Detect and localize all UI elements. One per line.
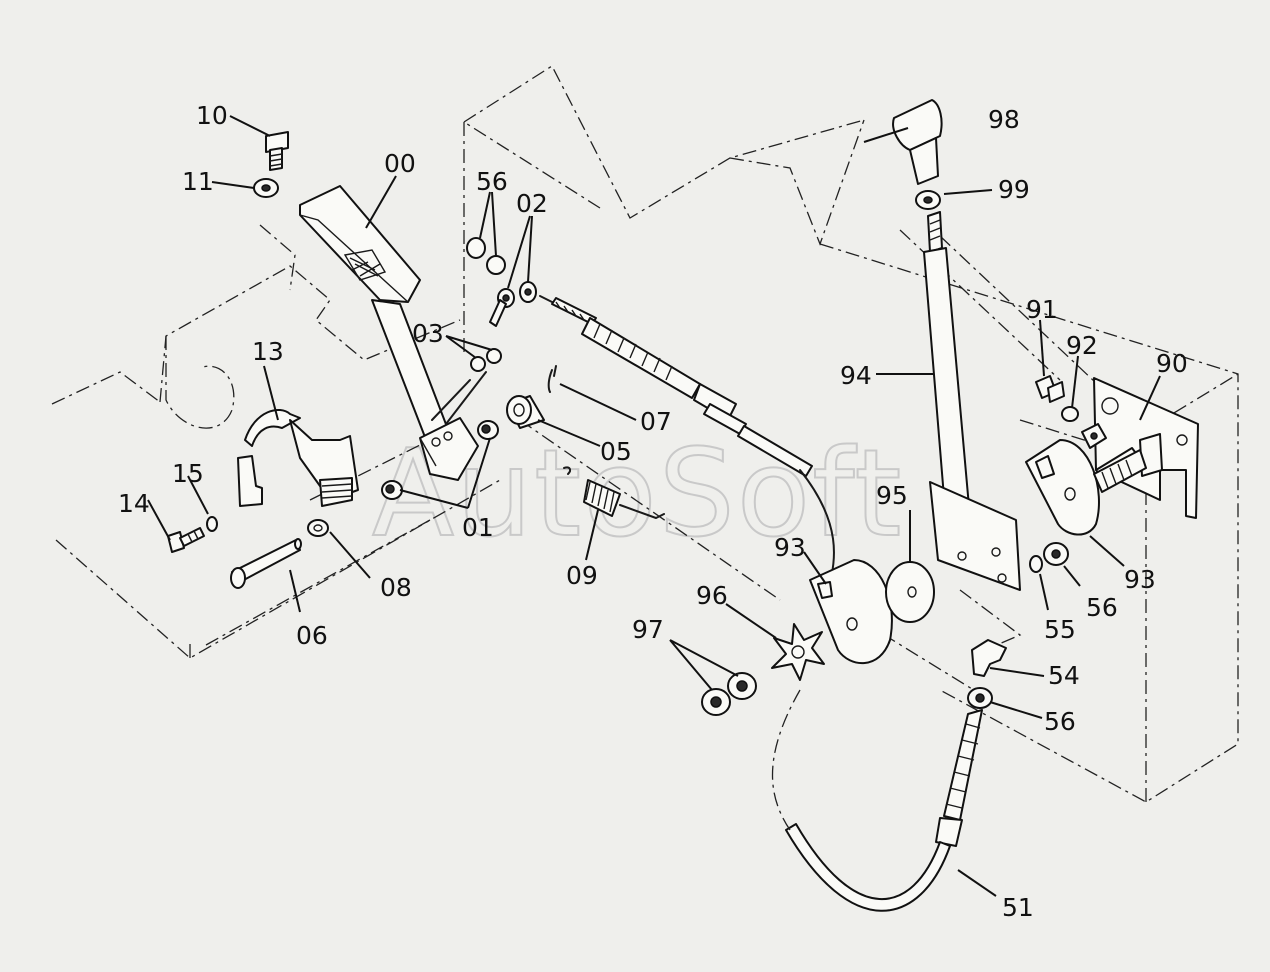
cotter-pin-07 (547, 365, 557, 393)
washer-55 (1029, 555, 1043, 573)
callout-labels: 10 11 00 56 02 03 13 15 14 01 06 08 07 0… (118, 101, 1188, 922)
callout-51: 51 (1002, 893, 1034, 922)
callout-56-top: 56 (476, 167, 508, 196)
callout-93-left: 93 (774, 533, 806, 562)
plate-93-right (1025, 439, 1100, 536)
callout-03: 03 (412, 319, 444, 348)
callout-13: 13 (252, 337, 284, 366)
callout-56-right: 56 (1086, 593, 1118, 622)
callout-11: 11 (182, 167, 214, 196)
hose-assembly (771, 639, 1007, 912)
lever-assembly (892, 99, 1021, 591)
nut-11 (253, 178, 279, 198)
star-wheel-96 (771, 623, 825, 681)
callout-10: 10 (196, 101, 228, 130)
callout-96: 96 (696, 581, 728, 610)
callout-05: 05 (600, 437, 632, 466)
callout-91: 91 (1026, 295, 1058, 324)
callout-97: 97 (632, 615, 664, 644)
nut-03 (470, 348, 502, 372)
callout-92: 92 (1066, 331, 1098, 360)
rod-end-02 (466, 237, 537, 327)
callout-00: 00 (384, 149, 416, 178)
pedal-assembly (299, 185, 487, 481)
callout-06: 06 (296, 621, 328, 650)
callout-09: 09 (566, 561, 598, 590)
callout-99: 99 (998, 175, 1030, 204)
callout-55: 55 (1044, 615, 1076, 644)
callout-14: 14 (118, 489, 150, 518)
nut-56-right (1043, 542, 1069, 566)
callout-95: 95 (876, 481, 908, 510)
collar-05 (506, 395, 545, 429)
callout-94: 94 (840, 361, 872, 390)
callout-15: 15 (172, 459, 204, 488)
callout-93-right: 93 (1124, 565, 1156, 594)
pin-06 (230, 538, 302, 589)
washer-15 (206, 516, 218, 532)
washer-92 (1061, 406, 1107, 449)
callout-02: 02 (516, 189, 548, 218)
control-cable (539, 295, 835, 601)
callout-98: 98 (988, 105, 1020, 134)
washer-95 (885, 561, 935, 623)
callout-90: 90 (1156, 349, 1188, 378)
callout-07: 07 (640, 407, 672, 436)
callout-01: 01 (462, 513, 494, 542)
stud-bolt (1093, 449, 1147, 493)
spring-09 (563, 466, 665, 519)
plate-93-left (809, 559, 893, 664)
washer-08 (307, 519, 329, 537)
callout-56-lower: 56 (1044, 707, 1076, 736)
bolt-91 (1035, 375, 1065, 403)
bolt-10 (265, 131, 289, 171)
bolt-14 (167, 527, 205, 553)
callout-08: 08 (380, 573, 412, 602)
bracket (237, 409, 359, 507)
leader-lines (147, 115, 1161, 897)
nut-97 (701, 672, 757, 716)
callout-54: 54 (1048, 661, 1080, 690)
